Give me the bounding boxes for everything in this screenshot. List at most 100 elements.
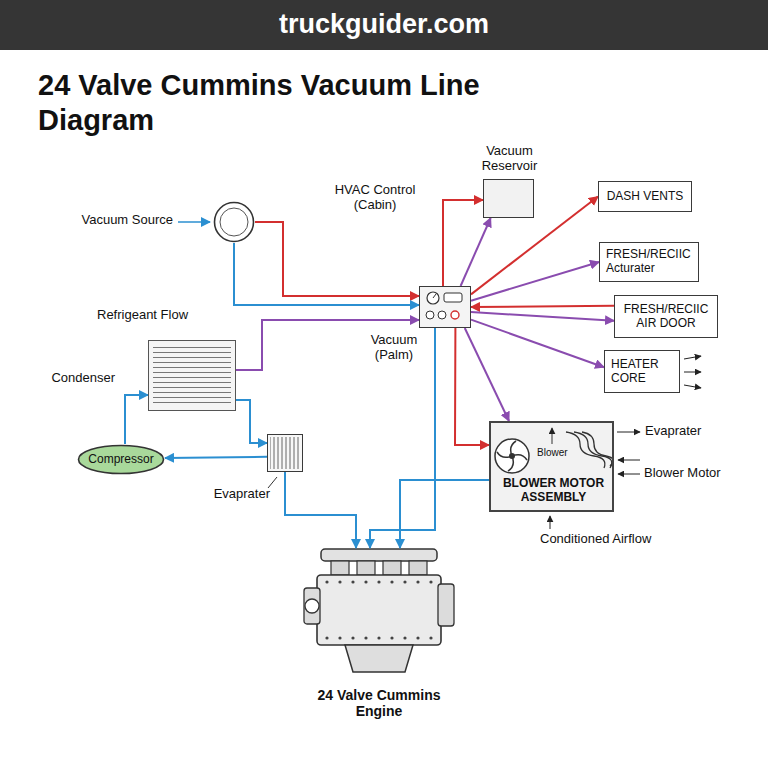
node-label: Compressor xyxy=(88,453,153,467)
node-label: FRESH/RECIIC Acturater xyxy=(606,248,692,276)
bolt xyxy=(364,580,367,583)
vacuum-line xyxy=(443,200,483,286)
component-box: HEATER CORE xyxy=(604,350,680,393)
vacuum-line xyxy=(125,395,148,444)
node-heading: Evaprater xyxy=(214,487,270,502)
bolt xyxy=(403,580,406,583)
bolt xyxy=(377,580,380,583)
fan-wheel xyxy=(495,439,529,473)
evaporator-box: Evaprater xyxy=(267,434,303,472)
part-label: Evaprater xyxy=(645,424,701,439)
bolt xyxy=(364,636,367,639)
condenser-body xyxy=(148,340,236,411)
bolt xyxy=(325,636,328,639)
engine-block xyxy=(317,575,441,645)
bolt xyxy=(351,580,354,583)
component-box: FRESH/RECIIC Acturater xyxy=(599,242,699,282)
control-button xyxy=(438,311,446,319)
bolt xyxy=(338,636,341,639)
component-box: DASH VENTS xyxy=(598,181,692,212)
vacuum-line xyxy=(234,243,419,305)
vacuum-line xyxy=(465,328,509,421)
reservoir-box: Vacuum Reservoir xyxy=(483,179,534,218)
node-heading: Condenser xyxy=(51,371,115,386)
bolt xyxy=(351,636,354,639)
part-label: Vacuum (Palm) xyxy=(363,333,425,363)
vacuum-line xyxy=(471,312,614,321)
pulley xyxy=(305,599,319,613)
vacuum-line xyxy=(400,480,489,548)
vacuum-line xyxy=(255,222,419,296)
node-heading: BLOWER MOTOR ASSEMBLY xyxy=(499,477,608,505)
node-heading: 24 Valve Cummins Engine xyxy=(299,687,459,719)
valve-cover xyxy=(383,561,401,575)
engine-illustration xyxy=(304,549,454,672)
leader-arrow xyxy=(550,516,551,529)
evaporator-body xyxy=(267,434,303,472)
valve-cover xyxy=(409,561,427,575)
flow-label: Conditioned Airflow xyxy=(540,532,651,547)
airflow-arrow xyxy=(617,432,640,433)
blower-assembly-box: BlowerBLOWER MOTOR ASSEMBLY xyxy=(489,421,614,512)
vacuum-line xyxy=(471,262,599,301)
ellipse-shape xyxy=(79,446,164,474)
condenser-box: Condenser xyxy=(148,340,236,411)
blower-housing xyxy=(489,421,614,512)
node-heading: HVAC Control (Cabin) xyxy=(320,183,430,213)
bolt xyxy=(416,580,419,583)
bolt xyxy=(429,636,432,639)
bolt xyxy=(325,580,328,583)
vacuum-line xyxy=(461,218,491,286)
node-heading: Vacuum Reservoir xyxy=(464,144,555,174)
vacuum-line xyxy=(236,400,267,443)
intake-manifold xyxy=(321,549,437,561)
bolt xyxy=(390,636,393,639)
heat-arrow xyxy=(684,385,701,388)
component-box: FRESH/RECIIC AIR DOOR xyxy=(614,295,718,338)
bolt xyxy=(390,580,393,583)
bolt xyxy=(403,636,406,639)
control-panel xyxy=(419,286,471,328)
diagram-title: 24 Valve Cummins Vacuum Line Diagram xyxy=(38,68,558,138)
vacuum-line xyxy=(471,320,604,368)
bolt xyxy=(416,636,419,639)
vacuum-line xyxy=(285,472,356,548)
flow-arrow xyxy=(552,428,553,444)
bolt xyxy=(429,580,432,583)
engine-node: 24 Valve Cummins Engine xyxy=(303,548,455,675)
evaporator-fins xyxy=(270,437,300,469)
flywheel-housing xyxy=(438,584,454,626)
control-knob xyxy=(427,292,439,304)
node-heading: Vacuum Source xyxy=(81,213,173,228)
control-button xyxy=(426,311,434,319)
vacuum-source-circle: Vacuum Source xyxy=(213,201,255,243)
heat-arrow xyxy=(684,356,701,359)
airflow-arrow xyxy=(618,474,640,475)
circle-outline xyxy=(213,201,255,243)
control-display xyxy=(444,293,462,302)
pointer-arrow xyxy=(178,221,210,223)
circle-shape xyxy=(215,203,254,242)
vacuum-line xyxy=(471,306,614,307)
bolt xyxy=(338,580,341,583)
control-panel-box: HVAC Control (Cabin) xyxy=(419,286,471,328)
node-label: FRESH/RECIIC AIR DOOR xyxy=(621,303,711,331)
valve-cover xyxy=(357,561,375,575)
fan-blades xyxy=(497,441,527,471)
node-heading: Blower xyxy=(535,447,570,459)
vacuum-line xyxy=(165,457,267,458)
coil xyxy=(582,432,613,466)
control-button xyxy=(451,311,459,319)
bolt xyxy=(377,636,380,639)
airflow-arrow xyxy=(618,460,640,461)
inner-ring xyxy=(220,208,248,236)
compressor-ellipse: Compressor xyxy=(77,444,165,475)
knob-pointer xyxy=(433,294,436,298)
condenser-fins xyxy=(153,345,231,406)
flow-label: Refrigeant Flow xyxy=(97,308,188,323)
part-label: Blower Motor xyxy=(644,466,721,481)
oil-pan xyxy=(345,645,413,672)
heat-arrow xyxy=(684,372,701,373)
vacuum-line xyxy=(455,328,489,445)
